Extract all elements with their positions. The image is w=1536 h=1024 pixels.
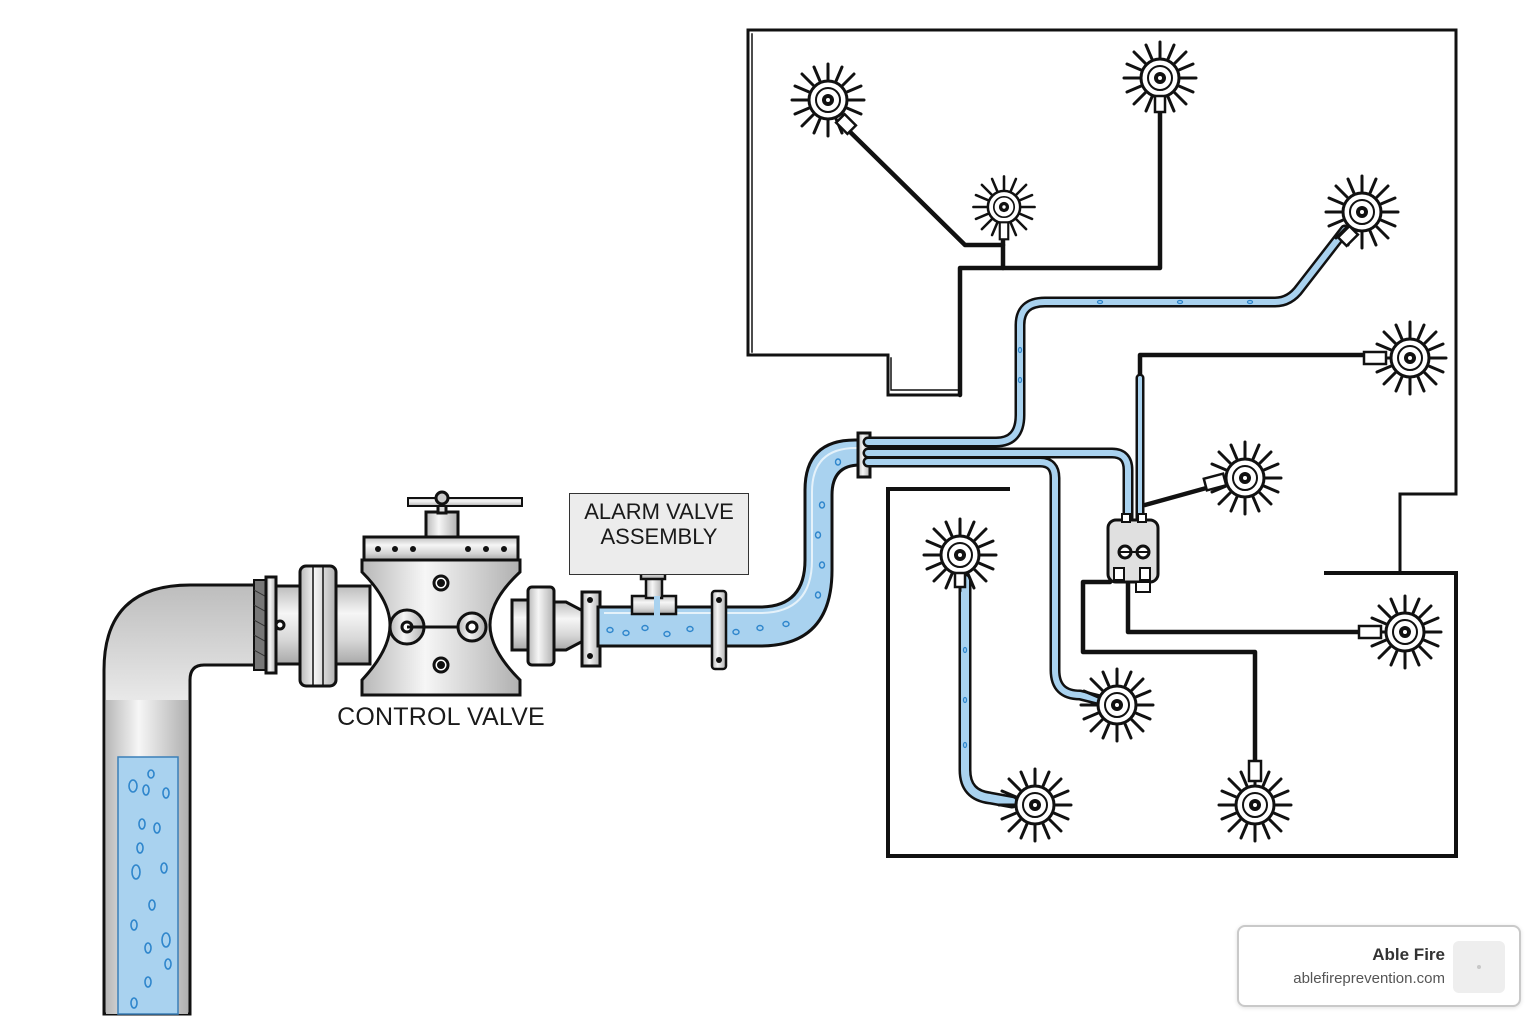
sprinkler-head-icon [1079,667,1155,743]
control-valve-label: CONTROL VALVE [337,703,545,731]
valve-connector [510,585,602,668]
room-outlines [746,28,1458,858]
sprinkler-head-icon [1217,759,1293,843]
brand-url[interactable]: ablefireprevention.com [1293,970,1445,987]
sprinkler-head-icon [1122,40,1198,116]
sprinkler-head-icon [997,767,1073,843]
sprinkler-head-icon [1362,320,1448,396]
alarm-valve-label-line1: ALARM VALVE [584,499,734,524]
supply-riser [102,583,272,1016]
sprinkler-head-icon [1202,440,1283,516]
sprinkler-head-icon [790,62,866,138]
dry-branch-lines [837,107,1373,773]
inlet-pipe [253,564,372,688]
sprinkler-head-icon [1357,594,1443,670]
wet-main-pipe [596,438,870,671]
brand-name: Able Fire [1372,945,1445,964]
brand-logo-icon [1453,941,1505,993]
alarm-valve-label: ALARM VALVE ASSEMBLY [569,499,749,549]
alarm-valve-label-line2: ASSEMBLY [600,524,718,549]
brand-badge[interactable]: Able Fire ablefireprevention.com [1237,925,1521,1007]
sprinkler-heads [790,40,1448,843]
wet-branch-pipes [862,224,1351,809]
sprinkler-head-icon [922,517,998,593]
branch-junction [1106,513,1160,593]
sprinkler-head-icon [972,175,1036,241]
sprinkler-head-icon [1324,174,1400,250]
control-valve [360,490,523,697]
alarm-valve-label-box [569,493,749,575]
